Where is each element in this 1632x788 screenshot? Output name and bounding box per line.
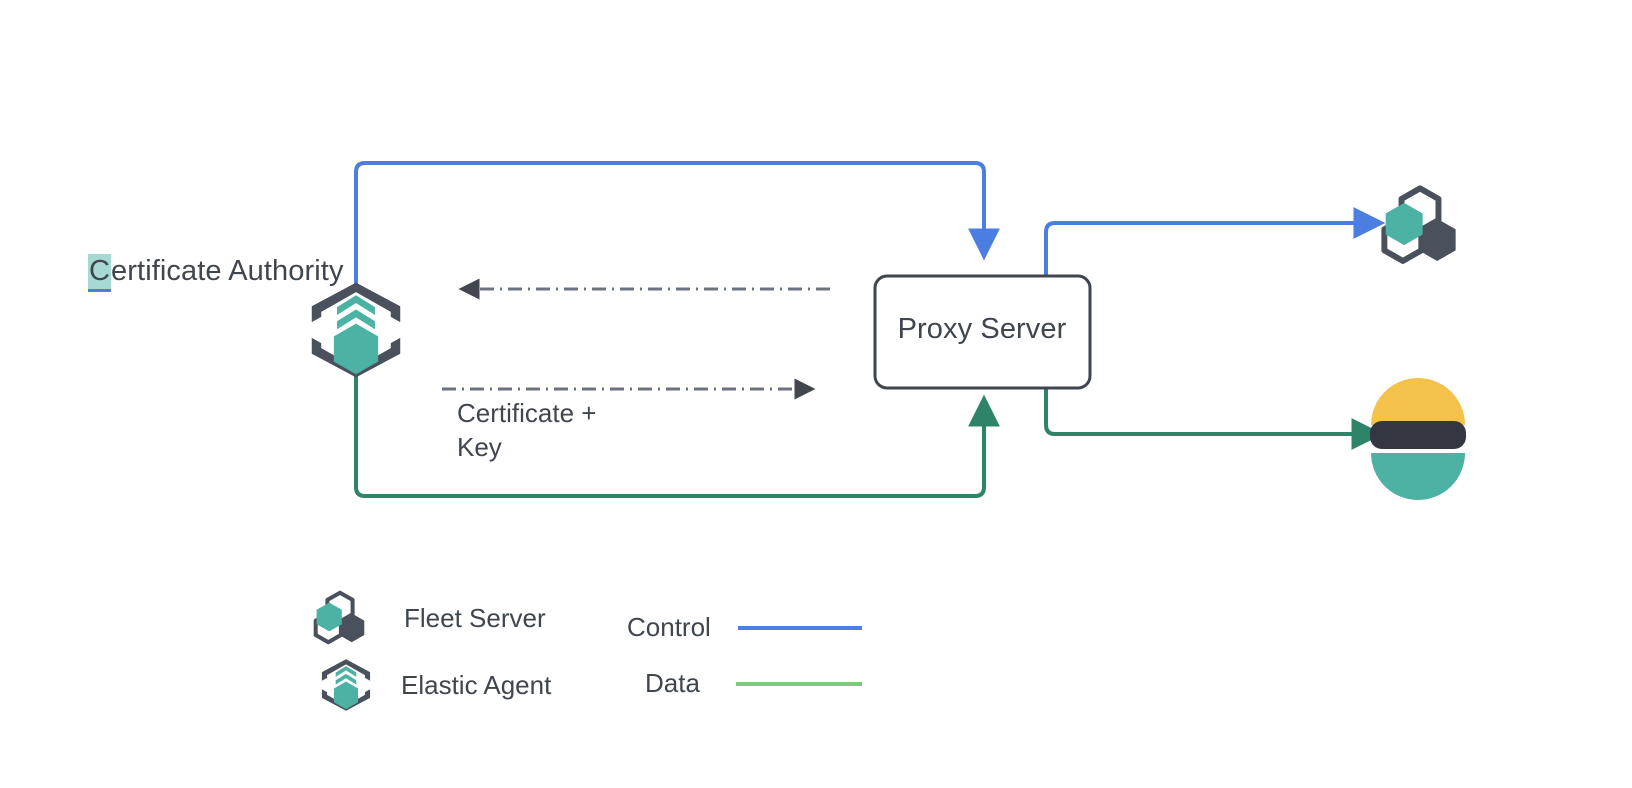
legend-item-elastic-agent-label: Elastic Agent xyxy=(401,670,552,700)
elastic-agent-icon xyxy=(311,282,401,378)
edge-proxy-to-elasticsearch-data xyxy=(1044,276,1384,450)
fleet-server-icon xyxy=(1381,185,1456,264)
edge-agent-to-proxy-control xyxy=(354,161,1000,290)
legend-line-data-label: Data xyxy=(645,668,700,698)
certificate-authority-label: Certificate Authority xyxy=(88,254,344,293)
edge-proxy-to-fleet-control xyxy=(1044,207,1386,276)
certificate-authority-label-rest: ertificate Authority xyxy=(111,255,344,287)
certificate-key-edge-label: Certificate + Key xyxy=(457,398,597,463)
elasticsearch-icon xyxy=(1370,378,1466,500)
node-proxy-server[interactable] xyxy=(873,274,1092,390)
legend-line-control-label: Control xyxy=(627,612,711,642)
legend-fleet-server-icon xyxy=(313,590,365,645)
proxy-server-label: Proxy Server xyxy=(897,313,1067,345)
certificate-authority-label-highlight: C xyxy=(88,254,112,293)
legend-item-fleet-server-label: Fleet Server xyxy=(404,603,546,633)
legend-elastic-agent-icon xyxy=(321,659,371,711)
edge-agent-to-proxy-data xyxy=(354,370,1000,498)
